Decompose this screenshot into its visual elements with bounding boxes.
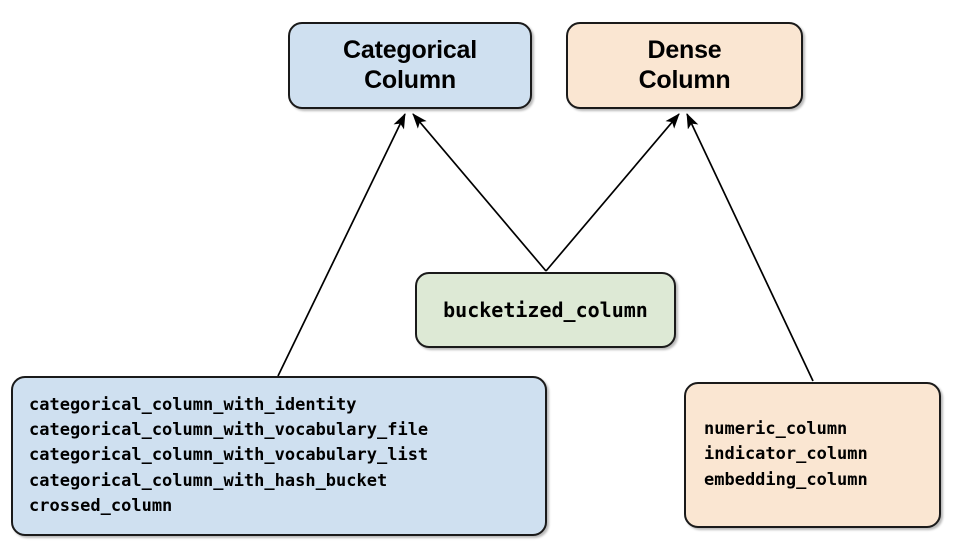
node-bucketized-column[interactable]: bucketized_column [415, 272, 676, 348]
node-dense-column-label-line2: Column [638, 65, 731, 94]
dense-list-item-1: indicator_column [704, 444, 868, 465]
node-dense-column[interactable]: Dense Column [566, 22, 803, 109]
node-dense-list[interactable]: numeric_column indicator_column embeddin… [684, 382, 941, 528]
categorical-list-item-4: crossed_column [29, 495, 173, 516]
dense-list-item-2: embedding_column [704, 469, 868, 490]
node-categorical-column-label-line1: Categorical [343, 36, 477, 64]
categorical-list-item-3: categorical_column_with_hash_bucket [29, 470, 388, 491]
categorical-list-item-0: categorical_column_with_identity [29, 395, 357, 416]
node-bucketized-column-label: bucketized_column [443, 298, 648, 322]
categorical-list-item-2: categorical_column_with_vocabulary_list [29, 445, 429, 466]
node-categorical-column-label-line2: Column [364, 65, 456, 94]
edge-bucketized-to-dense [545, 113, 680, 272]
dense-list-item-0: numeric_column [704, 419, 848, 440]
edge-bucketized-to-categorical [412, 113, 547, 272]
node-categorical-list[interactable]: categorical_column_with_identity categor… [11, 376, 547, 536]
edge-dense-list-to-dense [686, 113, 814, 382]
node-categorical-column[interactable]: Categorical Column [288, 22, 532, 109]
edge-categorical-list-to-categorical [277, 113, 406, 377]
categorical-list-item-1: categorical_column_with_vocabulary_file [29, 420, 429, 441]
node-dense-column-label-line1: Dense [647, 36, 722, 64]
